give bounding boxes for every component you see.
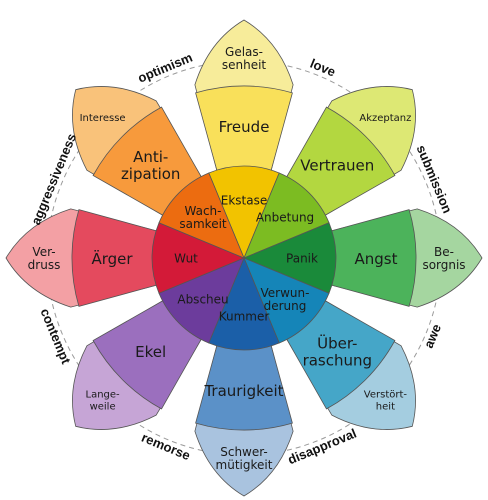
petal-middle-band: [286, 106, 396, 216]
petal-layer: [5, 19, 483, 497]
dyad-label-submission: submission: [414, 143, 456, 216]
dyad-label-awe: awe: [421, 322, 444, 350]
outer-label-anticipation: Interesse: [80, 113, 126, 124]
outer-label-sadness: Schwer-mütigkeit: [216, 445, 273, 472]
outer-label-anger: Ver-druss: [28, 245, 61, 272]
petal-sadness: [194, 345, 294, 497]
dyad-label-optimism: optimism: [136, 50, 195, 86]
petal-middle-band: [286, 300, 396, 410]
petal-middle-band: [71, 209, 157, 307]
petal-joy: [194, 19, 294, 171]
petal-middle-band: [92, 106, 202, 216]
inner-label-anticipation: Wach-samkeit: [179, 204, 227, 231]
inner-wedge-fear: [242, 222, 337, 294]
mid-label-disgust: Ekel: [135, 343, 166, 361]
petal-fear: [331, 208, 483, 308]
inner-wedge-anticipation: [158, 172, 245, 259]
inner-label-trust: Anbetung: [256, 211, 314, 225]
dyad-label-remorse: remorse: [139, 430, 192, 463]
mid-label-sadness: Traurigkeit: [203, 382, 283, 400]
inner-label-anger: Wut: [174, 252, 198, 266]
petal-trust: [286, 86, 416, 216]
inner-label-sadness: Kummer: [219, 310, 270, 324]
inner-label-disgust: Abscheu: [177, 293, 228, 307]
inner-label-fear: Panik: [286, 252, 318, 266]
mid-label-anticipation: Anti-zipation: [121, 148, 181, 183]
inner-wedge-disgust: [158, 257, 245, 344]
inner-wedge-sadness: [208, 256, 280, 351]
inner-label-surprise: Verwun-derung: [261, 286, 310, 313]
mid-label-surprise: Über-raschung: [303, 334, 372, 370]
petal-surprise: [286, 300, 416, 430]
petal-disgust: [72, 300, 202, 430]
inner-label-joy: Ekstase: [221, 194, 267, 208]
mid-label-fear: Angst: [355, 250, 398, 268]
outer-label-fear: Be-sorgnis: [422, 245, 465, 272]
petal-middle-band: [195, 345, 293, 431]
mid-label-trust: Vertrauen: [300, 157, 374, 175]
outer-label-surprise: Verstört-heit: [364, 390, 408, 413]
petal-middle-band: [195, 85, 293, 171]
dyad-label-disapproval: disapproval: [286, 426, 359, 468]
mid-label-joy: Freude: [219, 118, 270, 136]
dyad-label-contempt: contempt: [37, 306, 74, 366]
dyad-label-love: love: [308, 56, 338, 80]
inner-wedge-anger: [151, 222, 246, 294]
outer-label-joy: Gelas-senheit: [222, 45, 267, 72]
petal-anger: [5, 208, 157, 308]
mid-label-anger: Ärger: [91, 249, 133, 268]
petal-anticipation: [72, 86, 202, 216]
outer-label-disgust: Lange-weile: [86, 390, 121, 413]
inner-wedge-surprise: [243, 257, 330, 344]
petal-middle-band: [331, 209, 417, 307]
inner-wedge-joy: [208, 165, 280, 260]
petal-middle-band: [92, 300, 202, 410]
outer-label-trust: Akzeptanz: [359, 113, 411, 124]
inner-wedge-trust: [243, 172, 330, 259]
